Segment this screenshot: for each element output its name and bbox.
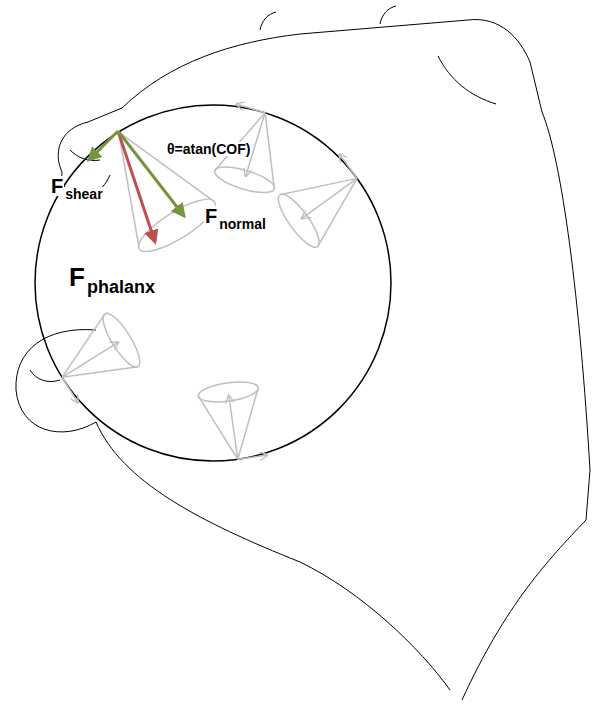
- force-symbol: F: [204, 206, 218, 226]
- force-symbol: F: [68, 264, 86, 290]
- force-symbol: F: [50, 176, 64, 196]
- force-subscript: phalanx: [86, 278, 156, 296]
- force-subscript: shear: [64, 187, 103, 201]
- friction-cone: [197, 379, 267, 460]
- friction-cone: [62, 309, 146, 403]
- friction-cones: [62, 104, 357, 459]
- shear-force-arrow: [89, 131, 118, 160]
- phalanx-force-arrow: [118, 131, 155, 242]
- friction-cone: [272, 154, 357, 252]
- force-subscript: normal: [218, 217, 267, 231]
- ball-outline: [35, 105, 391, 461]
- hand-outline: [16, 6, 590, 700]
- angle-label: θ=atan(COF): [166, 142, 251, 156]
